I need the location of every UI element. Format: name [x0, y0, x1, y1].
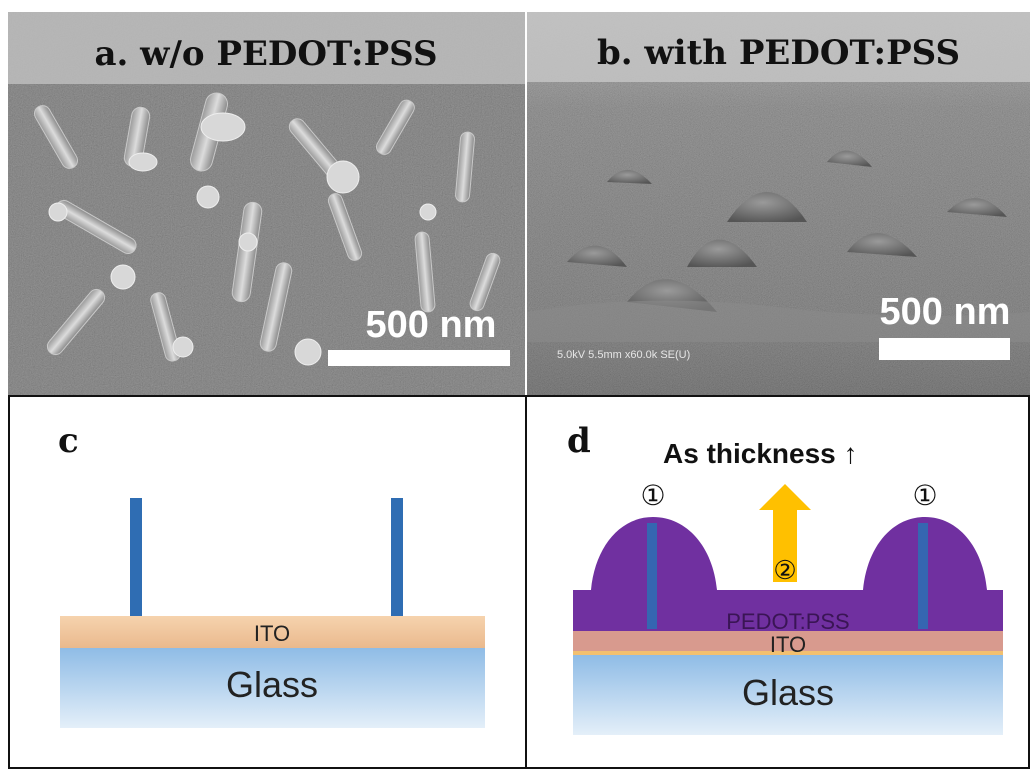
scale-bar-label-b: 500 nm: [880, 291, 1011, 333]
sem-panel-a: a. w/o PEDOT:PSS 500 nm: [8, 12, 525, 395]
schematic-c: c ITO Glass: [58, 421, 485, 728]
thickness-headline: As thickness ↑: [663, 438, 858, 469]
nanorods-a: [34, 92, 501, 362]
glass-label-d: Glass: [742, 672, 834, 713]
scale-bar-b: [879, 338, 1010, 360]
film-edge-b: [527, 300, 1030, 342]
sem-panel-b: b. with PEDOT:PSS 500 nm 5.0kV 5.5mm x60…: [527, 12, 1030, 395]
blobs-a: [48, 112, 437, 366]
schematic-panel-c: c ITO Glass: [8, 395, 527, 769]
marker-1-right: ①: [912, 480, 937, 511]
glass-label-c: Glass: [226, 664, 318, 705]
scale-bar-a: [328, 350, 510, 366]
panel-c-letter: c: [58, 421, 79, 461]
nanorod-right-c: [391, 498, 403, 616]
coated-bumps-b: [567, 150, 1007, 312]
panel-a-title: a. w/o PEDOT:PSS: [94, 34, 437, 74]
ito-layer-c: [60, 616, 485, 648]
schematic-d: d As thickness ↑ ① ① ② PEDOT:PSS ITO Gla…: [567, 421, 1003, 735]
glass-substrate-d: [573, 655, 1003, 735]
nanorod-right-d: [918, 523, 928, 629]
thickness-arrow-icon: [759, 484, 811, 582]
sem-image-b: b. with PEDOT:PSS 500 nm 5.0kV 5.5mm x60…: [527, 12, 1030, 395]
sem-image-a: a. w/o PEDOT:PSS 500 nm: [8, 12, 525, 395]
marker-1-left: ①: [640, 480, 665, 511]
ito-label-d: ITO: [770, 632, 806, 657]
pedot-label: PEDOT:PSS: [726, 609, 849, 634]
ito-label-c: ITO: [254, 621, 290, 646]
panel-d-letter: d: [567, 421, 591, 461]
scale-bar-label-a: 500 nm: [366, 304, 497, 346]
marker-2: ②: [773, 555, 796, 585]
glass-substrate-c: [60, 648, 485, 728]
panel-b-title: b. with PEDOT:PSS: [597, 33, 960, 73]
schematic-panel-d: d As thickness ↑ ① ① ② PEDOT:PSS ITO Gla…: [525, 395, 1030, 769]
nanorod-left-c: [130, 498, 142, 616]
sem-info-text: 5.0kV 5.5mm x60.0k SE(U): [557, 349, 690, 361]
ito-interface-d: [573, 651, 1003, 655]
pedot-pss-layer: [573, 517, 1003, 631]
nanorod-left-d: [647, 523, 657, 629]
